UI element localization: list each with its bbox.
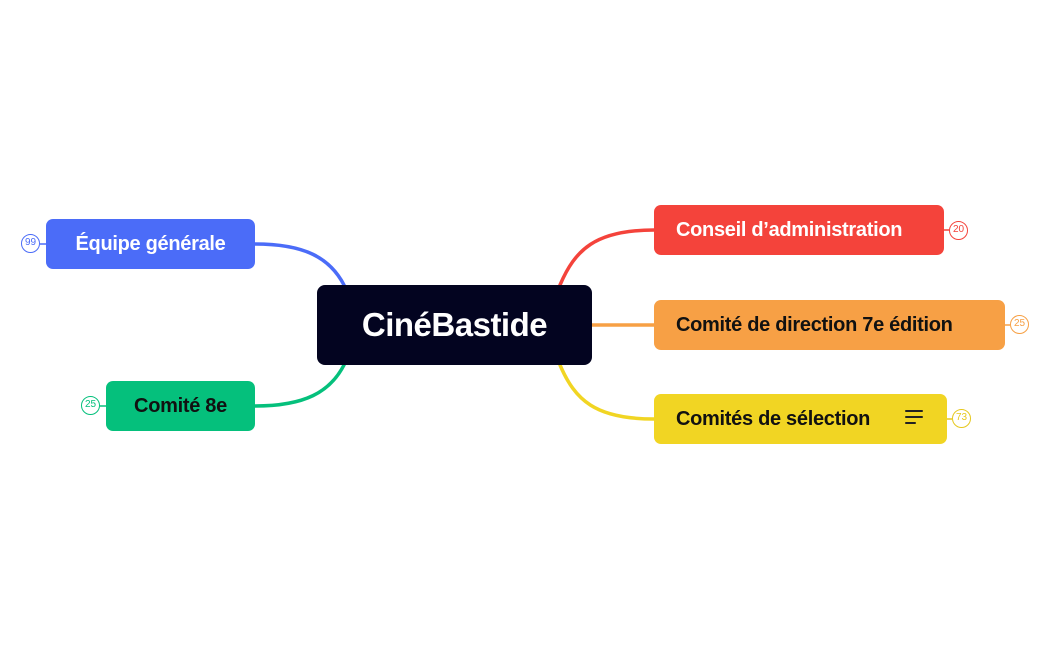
- connector-selection: [558, 363, 656, 421]
- topic-comite-8e[interactable]: Comité 8e: [106, 381, 255, 431]
- topic-label: Comité 8e: [134, 394, 227, 417]
- count-value: 99: [24, 237, 37, 248]
- topic-comite-direction[interactable]: Comité de direction 7e édition: [654, 300, 1005, 350]
- collapsed-count-badge[interactable]: 73: [952, 409, 971, 428]
- count-value: 25: [84, 399, 97, 410]
- collapsed-count-badge[interactable]: 25: [81, 396, 100, 415]
- connector-conseil: [558, 228, 656, 287]
- notes-icon[interactable]: [905, 410, 925, 427]
- topic-label: Comités de sélection: [676, 407, 871, 430]
- collapsed-count-badge[interactable]: 99: [21, 234, 40, 253]
- collapsed-count-badge[interactable]: 20: [949, 221, 968, 240]
- topic-label: Conseil d’administration: [676, 218, 903, 241]
- connector-comite8: [253, 363, 346, 408]
- count-value: 20: [952, 224, 965, 235]
- connector-equipe: [253, 242, 346, 287]
- collapsed-count-badge[interactable]: 25: [1010, 315, 1029, 334]
- count-value: 73: [955, 412, 968, 423]
- topic-comites-selection[interactable]: Comités de sélection: [654, 394, 947, 444]
- topic-conseil-administration[interactable]: Conseil d’administration: [654, 205, 944, 255]
- root-topic[interactable]: CinéBastide: [317, 285, 592, 365]
- topic-equipe-generale[interactable]: Équipe générale: [46, 219, 255, 269]
- count-value: 25: [1013, 318, 1026, 329]
- topic-label: Comité de direction 7e édition: [676, 313, 953, 336]
- root-topic-label: CinéBastide: [361, 306, 548, 343]
- topic-label: Équipe générale: [75, 232, 226, 255]
